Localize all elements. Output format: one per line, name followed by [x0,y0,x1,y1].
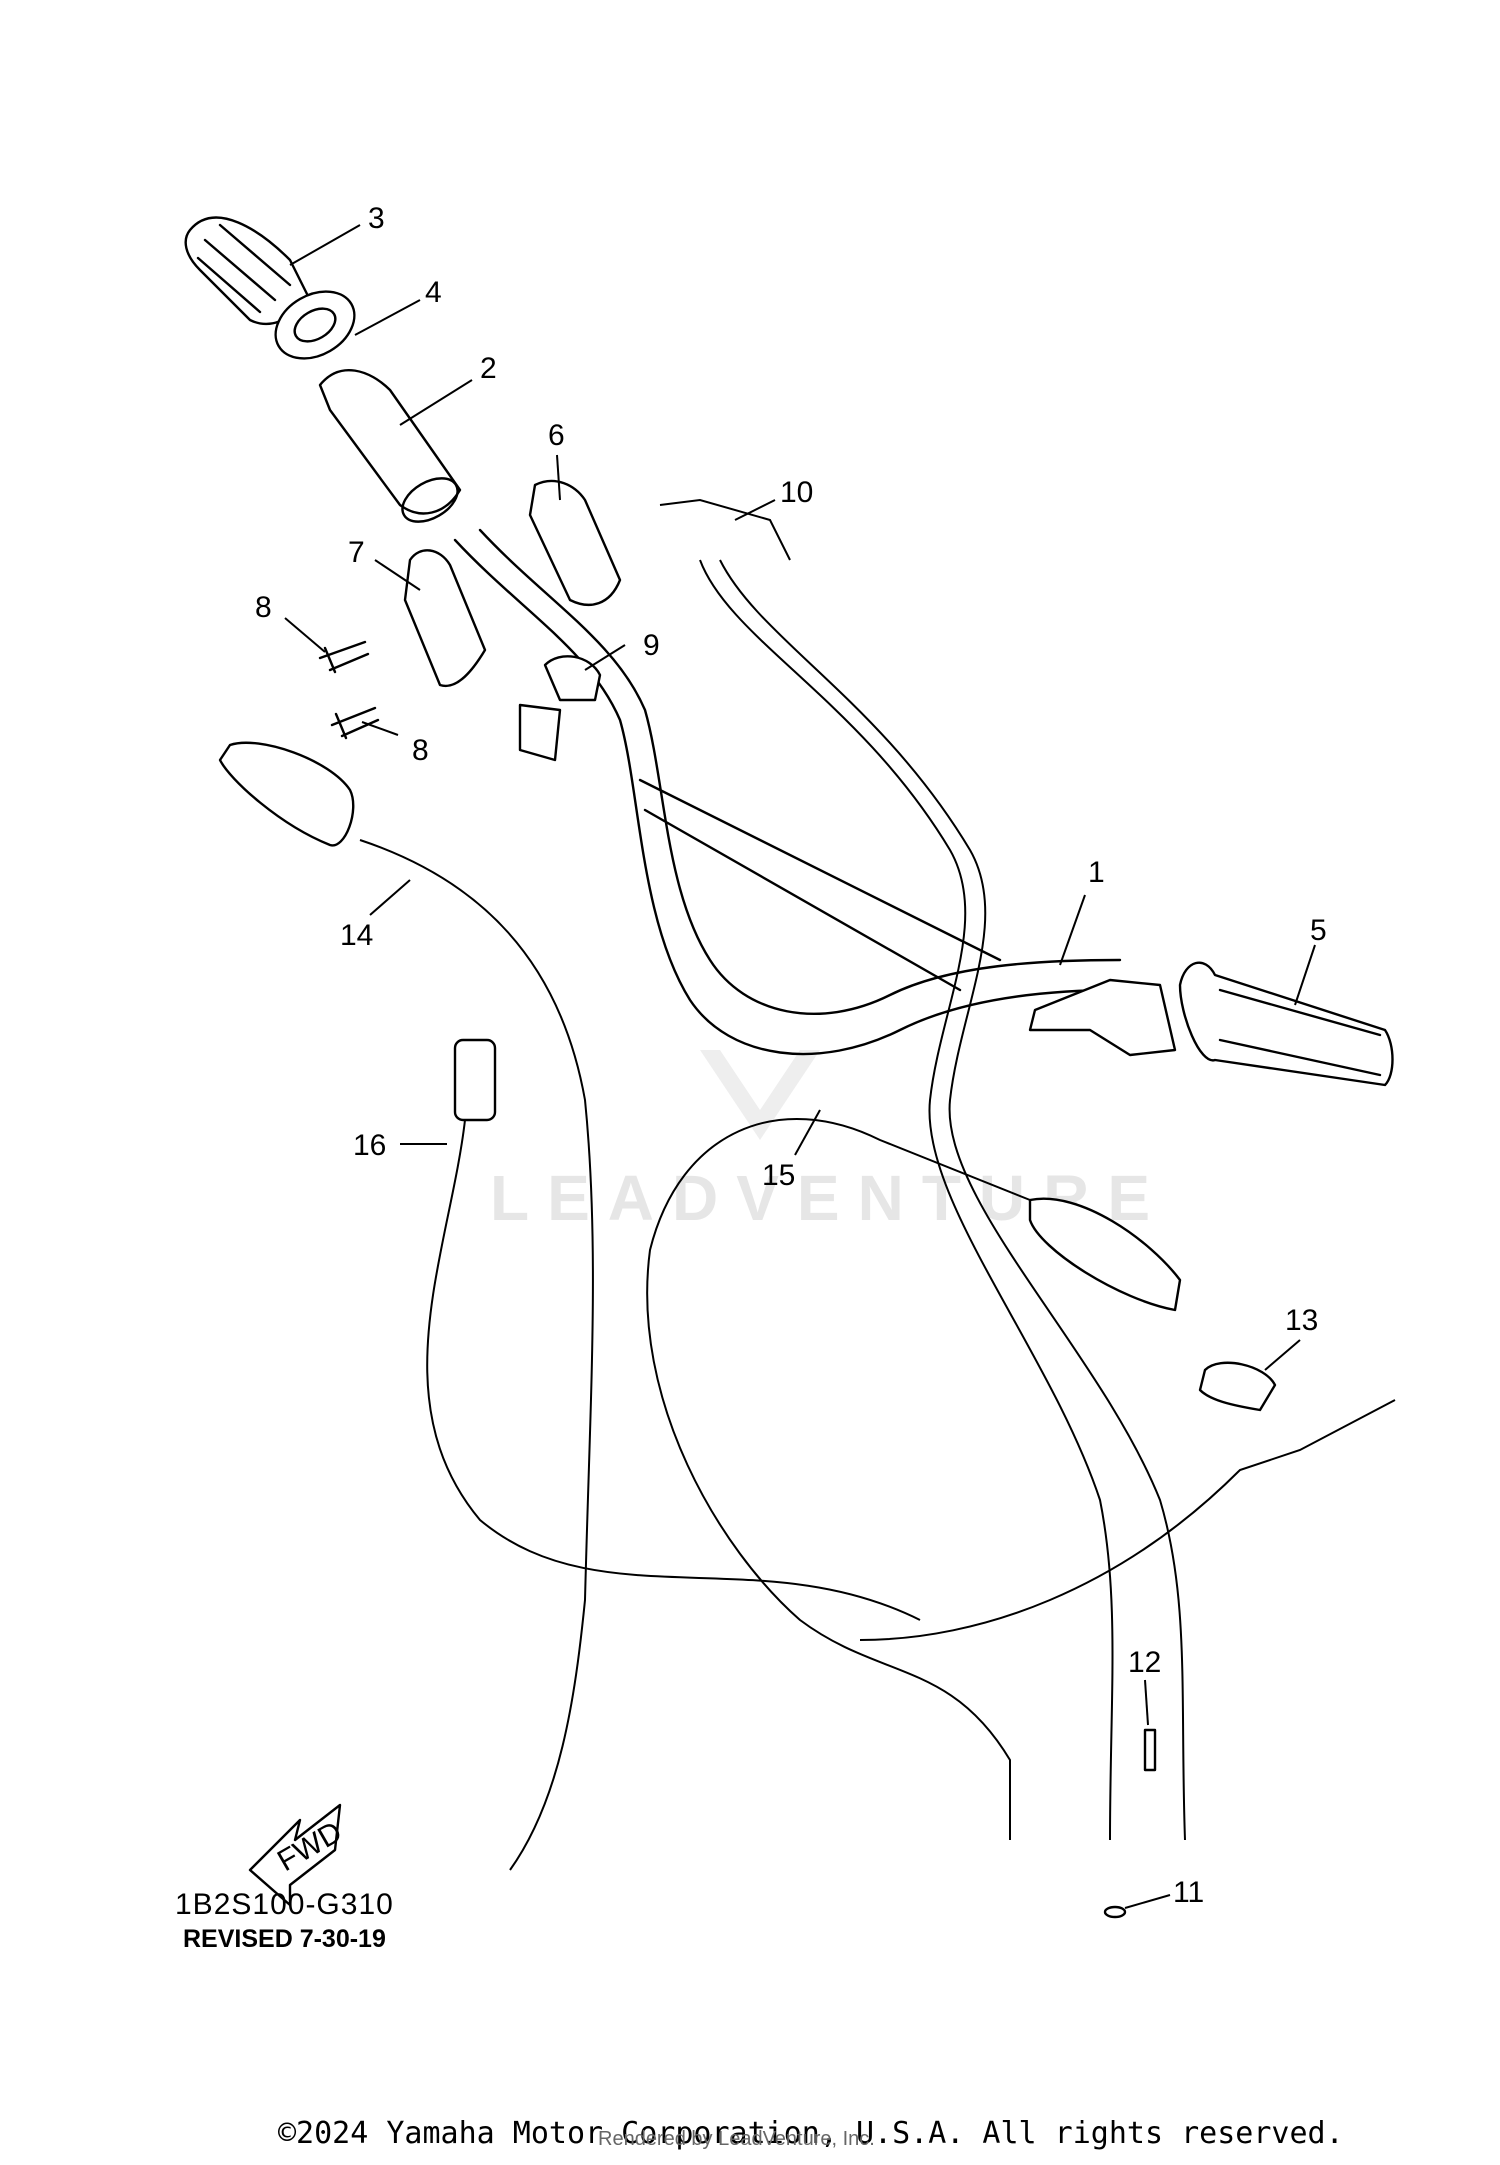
screws[interactable] [318,640,380,740]
callout-8a: 8 [255,591,272,624]
rendered-by-note: Rendered by LeadVenture, Inc. [598,2128,875,2150]
callout-8b: 8 [412,734,429,767]
callout-11: 11 [1173,1876,1204,1909]
callout-15: 15 [762,1159,795,1192]
throttle-housing[interactable] [403,479,622,688]
revision-label: REVISED 7-30-19 [183,1925,386,1953]
callout-6: 6 [548,419,565,452]
right-grip[interactable] [1028,961,1394,1087]
clutch-perch[interactable] [518,655,602,762]
throttle-cables[interactable] [659,498,1186,1841]
grip-ring[interactable] [264,278,367,372]
diagram-code: 1B2S100-G310 [175,1888,394,1921]
callout-12: 12 [1128,1646,1161,1679]
leader-lines [284,224,1316,1909]
callout-3: 3 [368,202,385,235]
callout-10: 10 [780,476,813,509]
callouts: 1 2 3 4 5 6 7 8 8 9 10 11 12 13 14 15 16 [255,202,1327,1909]
bolt-and-washer[interactable] [1103,1728,1157,1919]
copyright-notice: ©2024 Yamaha Motor Corporation, U.S.A. A… [278,2116,1344,2151]
hot-start-lever[interactable] [218,741,594,1871]
clutch-cable[interactable] [646,1118,1396,1840]
callout-16: 16 [353,1129,386,1162]
callout-9: 9 [643,629,660,662]
callout-4: 4 [425,276,442,309]
callout-5: 5 [1310,914,1327,947]
choke-knob[interactable] [426,1038,921,1621]
callout-2: 2 [480,352,497,385]
cable-holder[interactable] [1198,1361,1277,1412]
handlebar[interactable] [453,528,1122,1056]
callout-14: 14 [340,919,373,952]
callout-1: 1 [1088,856,1105,889]
callout-13: 13 [1285,1304,1318,1337]
throttle-grip-tube[interactable] [318,369,465,530]
callout-7: 7 [348,536,365,569]
